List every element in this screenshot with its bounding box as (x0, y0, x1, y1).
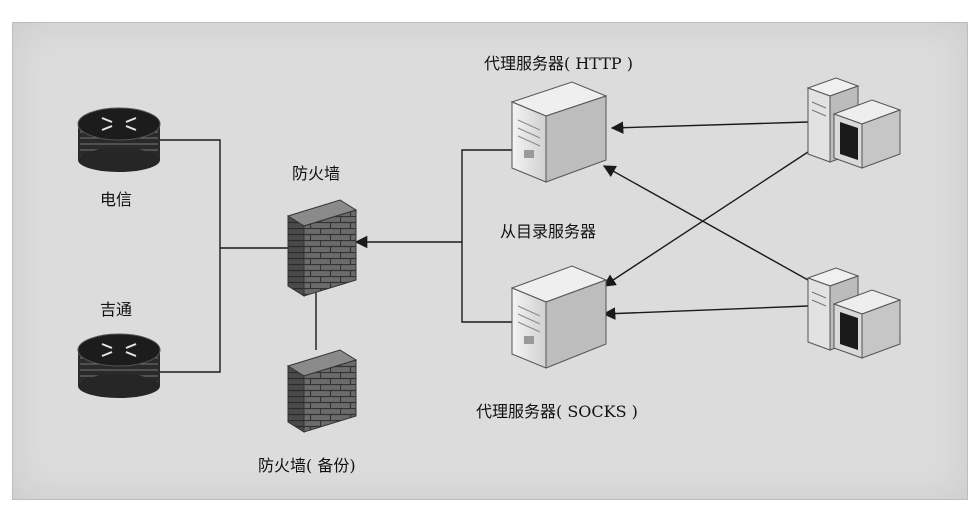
firewall-main-label: 防火墙 (292, 164, 341, 183)
router-bottom-label: 吉通 (100, 300, 133, 319)
link-client-top-socks (602, 151, 809, 287)
router-icon (77, 107, 161, 172)
link-router-top (160, 139, 221, 373)
proxy-http-label: 代理服务器( HTTP ) (484, 54, 634, 73)
firewall-icon (286, 349, 358, 433)
link-client-bottom-http (602, 165, 809, 281)
link-proxy-collector (461, 149, 512, 323)
workstation-icon (806, 267, 902, 359)
proxy-socks-label: 代理服务器( SOCKS ) (476, 402, 638, 421)
directory-server-label: 从目录服务器 (500, 222, 597, 241)
workstation-icon (806, 77, 902, 169)
router-icon (77, 333, 161, 398)
firewall-backup-label: 防火墙( 备份) (258, 456, 356, 475)
firewall-icon (286, 199, 358, 297)
link-client-top-http (610, 121, 809, 134)
connection-lines (160, 121, 809, 373)
router-top-label: 电信 (100, 190, 133, 209)
link-client-bottom-socks (602, 305, 809, 320)
server-icon (510, 265, 608, 369)
server-icon (510, 81, 608, 183)
